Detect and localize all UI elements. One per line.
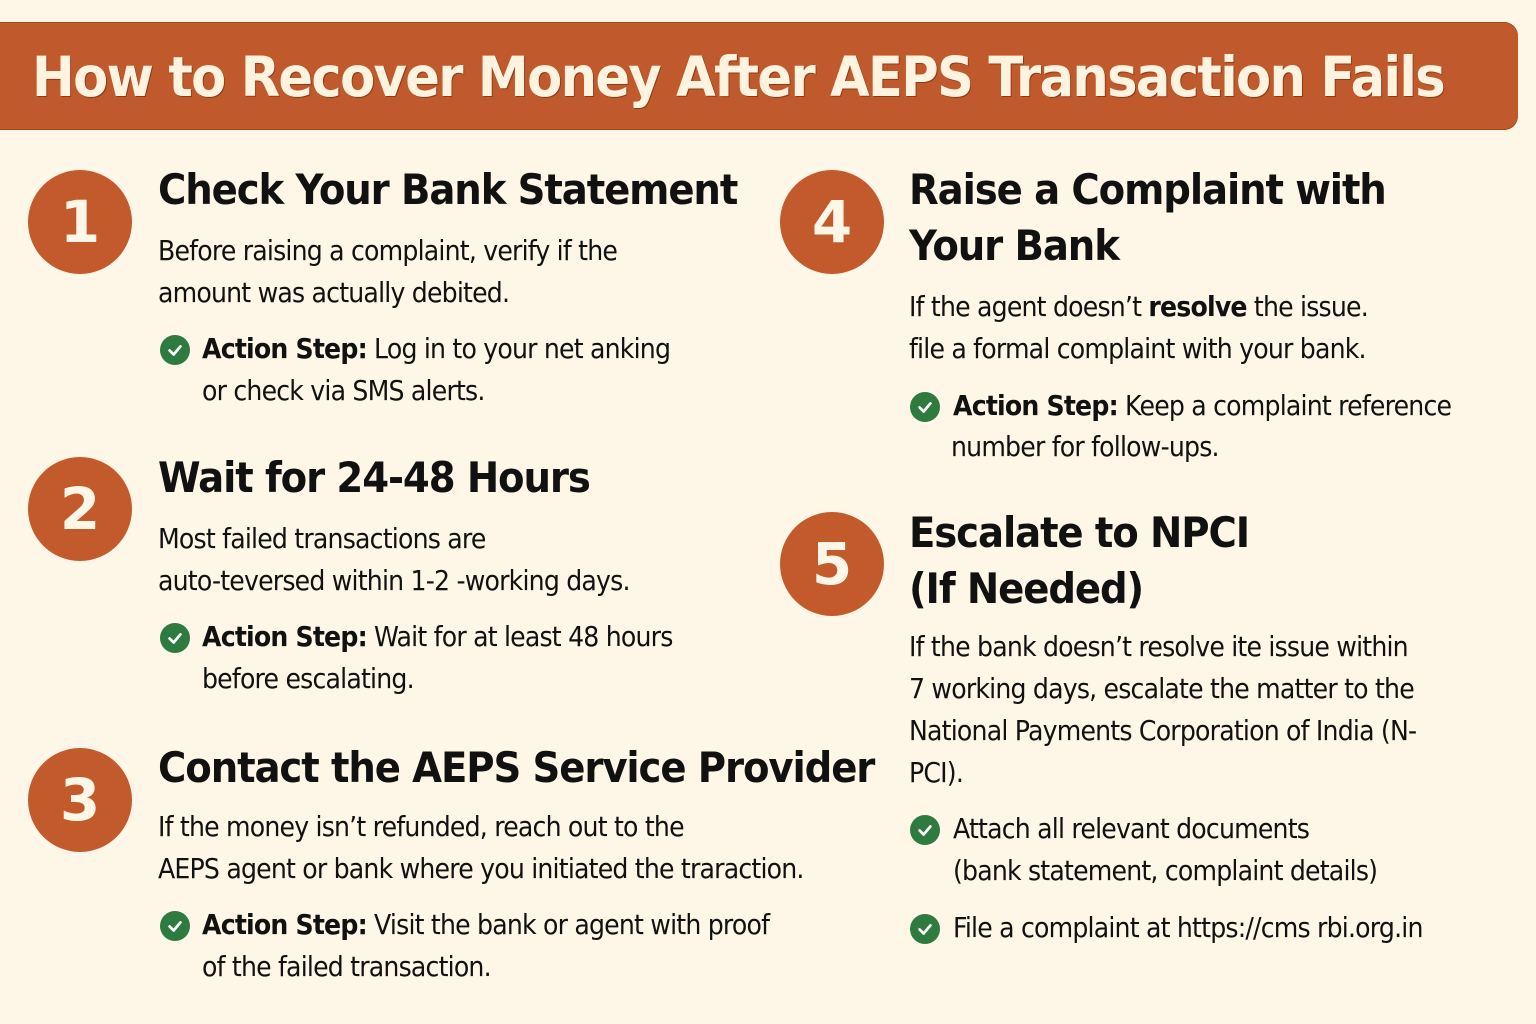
action-step-continuation: or check via SMS alerts. (202, 374, 485, 407)
action-step: Action Step: Log in to your net anking (202, 328, 722, 370)
action-step: Action Step: Wait for at least 48 hours (202, 616, 725, 658)
step-heading: Your Bank (909, 221, 1120, 270)
action-step-label: Action Step: (953, 389, 1119, 422)
action-step-continuation: of the failed transaction. (202, 950, 492, 983)
action-step-label: Action Step: (202, 332, 368, 365)
action-step-continuation: before escalating. (202, 662, 415, 695)
step-description-line: PCI). (909, 756, 964, 789)
step-description-line: 7 working days, escalate the matter to t… (909, 672, 1415, 705)
title-banner: How to Recover Money After AEPS Transact… (0, 22, 1518, 130)
check-circle-icon (160, 623, 190, 653)
step-number-badge: 2 (28, 457, 132, 561)
check-circle-icon (160, 911, 190, 941)
step-description-line: AEPS agent or bank where you initiated t… (158, 852, 804, 885)
step-number-badge: 1 (28, 170, 132, 274)
action-step-text: Log in to your net anking (374, 332, 671, 365)
step-heading: Escalate to NPCI (909, 508, 1250, 557)
check-circle-icon (910, 392, 940, 422)
page-title: How to Recover Money After AEPS Transact… (32, 45, 1446, 109)
action-step: Action Step: Keep a complaint reference (953, 385, 1507, 427)
step-description-line: National Payments Corporation of India (… (909, 714, 1417, 747)
step-heading: Wait for 24-48 Hours (158, 453, 591, 502)
action-step-label: Action Step: (202, 620, 368, 653)
action-step-continuation: number for follow-ups. (951, 430, 1220, 463)
action-item: Attach all relevant documents (953, 812, 1310, 845)
step-description-line: If the agent doesn’t resolve the issue. (909, 290, 1369, 323)
action-step: Action Step: Visit the bank or agent wit… (202, 904, 832, 946)
check-circle-icon (910, 815, 940, 845)
step-number-badge: 3 (28, 748, 132, 852)
step-heading: (If Needed) (909, 564, 1144, 613)
action-step-text: Visit the bank or agent with proof (374, 908, 770, 941)
step-heading: Raise a Complaint with (909, 165, 1387, 214)
step-description-line: If the bank doesn’t resolve ite issue wi… (909, 630, 1409, 663)
step-description-line: Most failed transactions are (158, 522, 486, 555)
step-heading: Check Your Bank Statement (158, 165, 738, 214)
step-description-line: Before raising a complaint, verify if th… (158, 234, 618, 267)
step-heading: Contact the AEPS Service Provider (158, 743, 875, 792)
action-item: File a complaint at https://cms rbi.org.… (953, 911, 1423, 944)
step-number-badge: 4 (780, 170, 884, 274)
step-description-line: auto-teversed within 1-2 -working days. (158, 564, 630, 597)
action-step-text: Keep a complaint reference (1125, 389, 1452, 422)
step-description-line: If the money isn’t refunded, reach out t… (158, 810, 685, 843)
action-step-text: Wait for at least 48 hours (374, 620, 673, 653)
check-circle-icon (160, 335, 190, 365)
step-description-line: amount was actually debited. (158, 276, 510, 309)
action-item-continuation: (bank statement, complaint details) (953, 854, 1378, 887)
step-number-badge: 5 (780, 512, 884, 616)
action-step-label: Action Step: (202, 908, 368, 941)
step-description-line: file a formal complaint with your bank. (909, 332, 1367, 365)
check-circle-icon (910, 914, 940, 944)
